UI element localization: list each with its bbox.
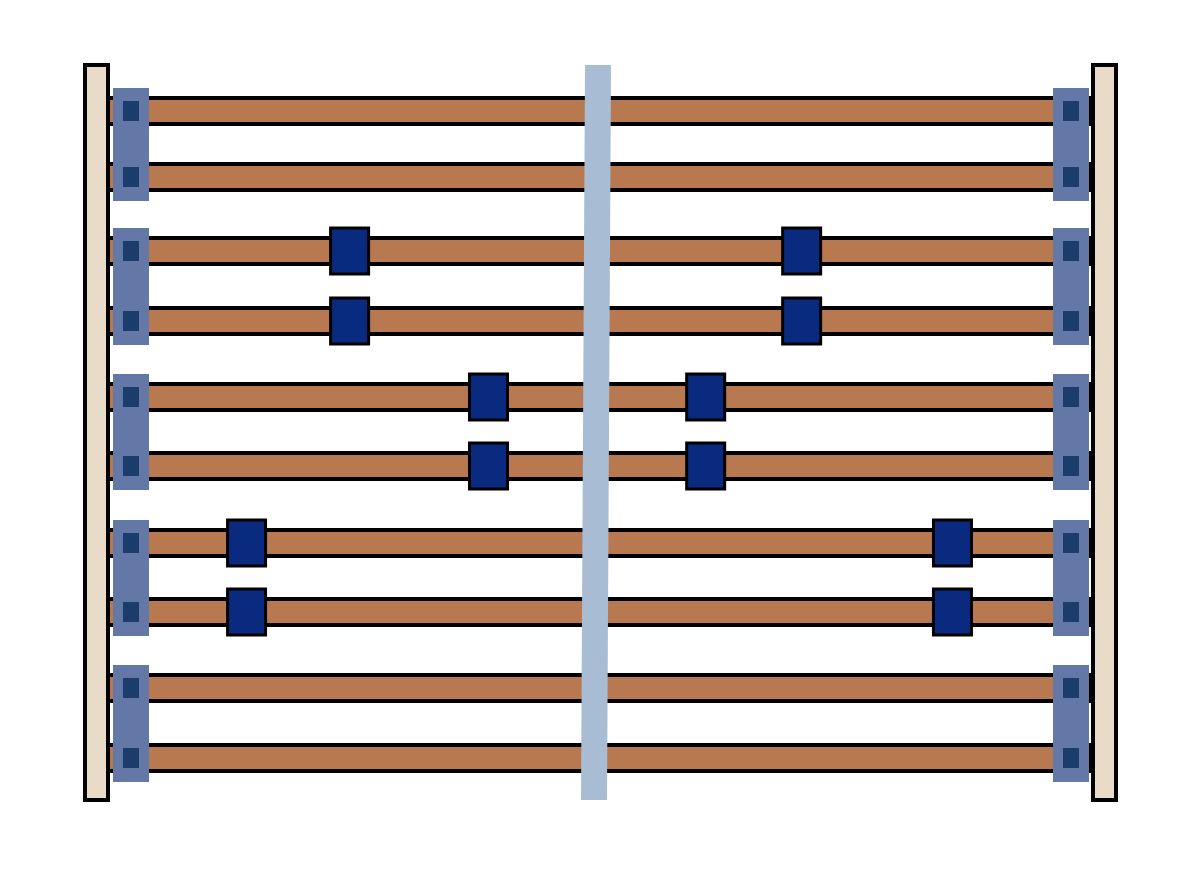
right-clamp-slot-6 [1063, 456, 1079, 476]
marker-left-rail-3 [329, 226, 371, 276]
right-clamp-slot-4 [1063, 311, 1079, 331]
left-end-post [83, 63, 110, 802]
marker-right-rail-6 [685, 441, 727, 491]
left-clamp-slot-8 [123, 602, 139, 622]
right-clamp-slot-9 [1063, 678, 1079, 698]
left-clamp-slot-3 [123, 241, 139, 261]
right-clamp-slot-1 [1063, 101, 1079, 121]
left-clamp-slot-4 [123, 311, 139, 331]
marker-left-rail-8 [226, 587, 268, 637]
center-divider [581, 65, 611, 800]
left-clamp-slot-7 [123, 533, 139, 553]
right-clamp-slot-2 [1063, 167, 1079, 187]
marker-right-rail-4 [781, 296, 823, 346]
right-clamp-slot-5 [1063, 387, 1079, 407]
left-clamp-slot-1 [123, 101, 139, 121]
marker-left-rail-5 [467, 372, 509, 422]
marker-left-rail-4 [329, 296, 371, 346]
marker-left-rail-6 [467, 441, 509, 491]
right-clamp-slot-8 [1063, 602, 1079, 622]
marker-right-rail-7 [931, 518, 973, 568]
right-end-post [1091, 63, 1118, 802]
left-clamp-slot-10 [123, 748, 139, 768]
left-clamp-slot-5 [123, 387, 139, 407]
left-clamp-slot-9 [123, 678, 139, 698]
left-clamp-slot-6 [123, 456, 139, 476]
marker-left-rail-7 [226, 518, 268, 568]
marker-right-rail-8 [931, 587, 973, 637]
right-clamp-slot-3 [1063, 241, 1079, 261]
marker-right-rail-5 [685, 372, 727, 422]
right-clamp-slot-7 [1063, 533, 1079, 553]
marker-right-rail-3 [781, 226, 823, 276]
right-clamp-slot-10 [1063, 748, 1079, 768]
left-clamp-slot-2 [123, 167, 139, 187]
